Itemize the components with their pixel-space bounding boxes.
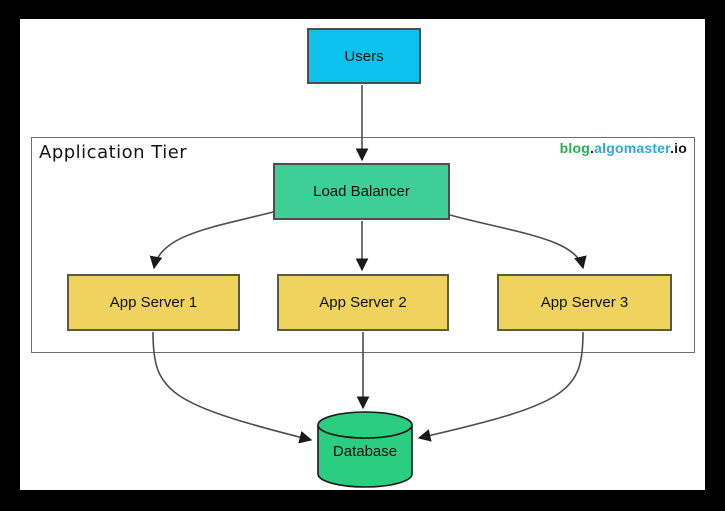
brand-watermark: blog.algomaster.io <box>560 140 687 156</box>
node-app-server-1-label: App Server 1 <box>109 294 198 311</box>
edge-load-balancer-to-app-server-1 <box>149 211 274 270</box>
node-users-label: Users <box>344 47 384 65</box>
brand-tld: io <box>674 140 687 156</box>
node-database-label: Database <box>332 443 398 460</box>
brand-dot1: . <box>590 140 595 156</box>
node-load-balancer-label: Load Balancer <box>313 183 410 200</box>
node-app-server-2: App Server 2 <box>277 274 449 331</box>
node-app-server-2-label: App Server 2 <box>319 294 407 311</box>
node-app-server-3: App Server 3 <box>497 274 672 331</box>
database-cylinder <box>317 411 413 488</box>
edge-app-server-3-to-database <box>417 331 584 442</box>
application-tier-label: Application Tier <box>39 142 188 163</box>
edge-load-balancer-to-app-server-3 <box>449 214 587 270</box>
node-users: Users <box>307 28 421 84</box>
brand-site: algomaster <box>594 140 671 156</box>
brand-dot2: . <box>670 140 675 156</box>
edge-app-server-1-to-database <box>152 331 313 444</box>
node-app-server-1: App Server 1 <box>67 274 240 331</box>
node-app-server-3-label: App Server 3 <box>540 294 629 311</box>
node-load-balancer: Load Balancer <box>273 163 450 220</box>
brand-blog: blog <box>559 140 591 156</box>
database-cylinder-top <box>317 411 413 439</box>
